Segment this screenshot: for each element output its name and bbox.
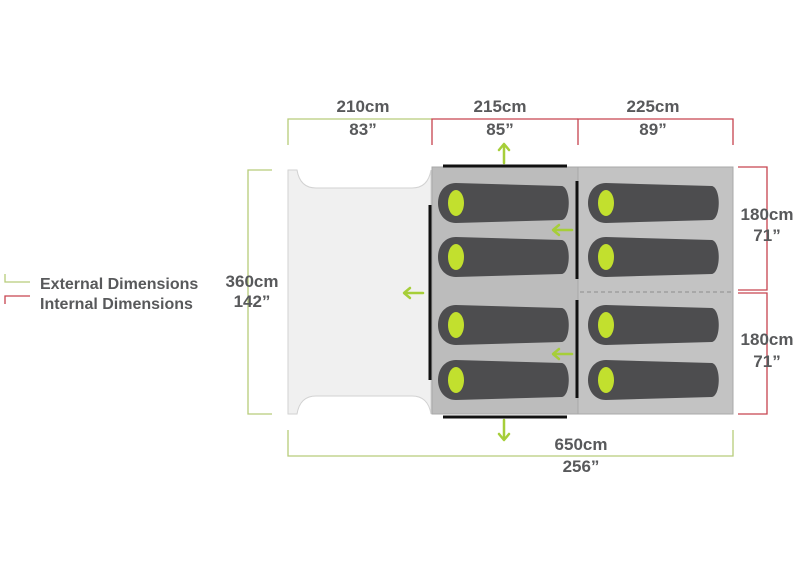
porch-area [287, 169, 432, 415]
bedroom-bottom-bracket [738, 292, 768, 415]
sleeping-bag [438, 237, 569, 277]
arrow-down-icon [497, 418, 511, 442]
sleeping-bag-body [588, 305, 719, 345]
legend-internal-label: Internal Dimensions [40, 296, 193, 313]
sleeping-bag [438, 360, 569, 400]
porch-width-cm: 210cm [337, 97, 390, 116]
height-cm: 360cm [226, 272, 279, 291]
bedroom-bottom-in: 71” [753, 352, 780, 371]
rear-room-width-in: 89” [639, 120, 666, 139]
sleeping-bag-body [588, 237, 719, 277]
porch-width-bracket [287, 118, 432, 145]
arrow-left-icon [551, 223, 574, 237]
rear-room-width-bracket [577, 118, 734, 145]
pillow-icon [598, 190, 614, 216]
legend-external-label: External Dimensions [40, 276, 198, 293]
bedroom-top-bracket [738, 166, 768, 291]
sleeping-bag [588, 183, 719, 223]
bedroom-top-in: 71” [753, 226, 780, 245]
legend-internal-marker [4, 295, 30, 304]
front-room-width-in: 85” [486, 120, 513, 139]
bedroom-bottom-cm: 180cm [741, 330, 794, 349]
pillow-icon [448, 367, 464, 393]
arrow-up-icon [497, 142, 511, 165]
sleeping-bags [438, 183, 719, 400]
sleeping-bag-body [438, 237, 569, 277]
sleeping-bag-body [588, 360, 719, 400]
pillow-icon [448, 312, 464, 338]
legend: External Dimensions Internal Dimensions [4, 274, 198, 313]
top-dimension-lines [287, 118, 734, 145]
front-room-width-cm: 215cm [474, 97, 527, 116]
sleeping-bag [588, 360, 719, 400]
sleeping-bag-body [438, 183, 569, 223]
sleeping-bag-body [438, 305, 569, 345]
arrow-left-icon [551, 347, 574, 361]
sleeping-bag [438, 183, 569, 223]
legend-external-marker [4, 274, 30, 283]
pillow-icon [598, 244, 614, 270]
pillow-icon [448, 190, 464, 216]
total-length-in: 256” [563, 457, 600, 476]
door-arrows [402, 142, 574, 442]
height-bracket [247, 169, 272, 415]
front-room-width-bracket [431, 118, 578, 145]
sleeping-bag-body [588, 183, 719, 223]
total-length-bracket [287, 430, 734, 457]
sleeping-bag-body [438, 360, 569, 400]
porch-width-in: 83” [349, 120, 376, 139]
bedroom-top-cm: 180cm [741, 205, 794, 224]
total-length-cm: 650cm [555, 435, 608, 454]
pillow-icon [598, 367, 614, 393]
pillow-icon [598, 312, 614, 338]
height-in: 142” [234, 292, 271, 311]
sleeping-bag [438, 305, 569, 345]
pillow-icon [448, 244, 464, 270]
sleeping-bag [588, 305, 719, 345]
sleeping-bag [588, 237, 719, 277]
arrow-left-icon [402, 286, 425, 300]
rear-room-width-cm: 225cm [627, 97, 680, 116]
